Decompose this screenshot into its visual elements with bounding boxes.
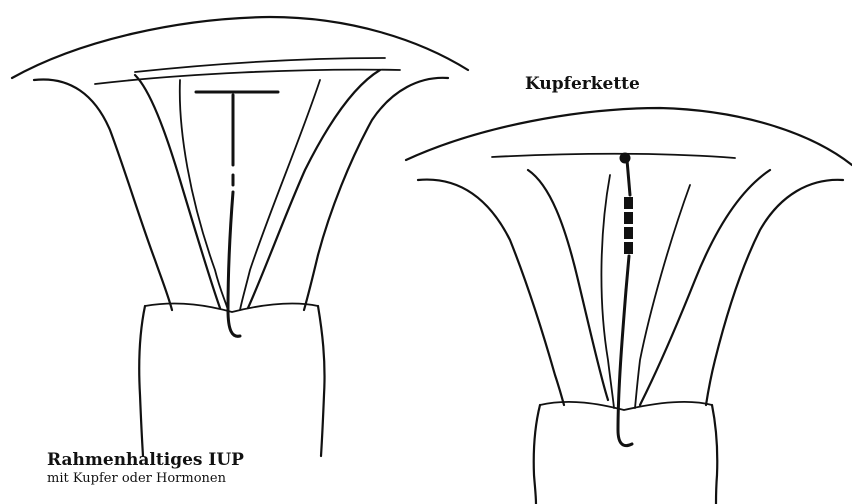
right-wall-outer-right xyxy=(706,180,843,405)
left-uterus xyxy=(12,17,468,456)
frame-iud xyxy=(196,92,278,336)
left-fundus-outer xyxy=(12,17,468,78)
right-cervix-top xyxy=(540,402,712,410)
right-cervix-left xyxy=(534,405,540,504)
frame-iud-subtitle: mit Kupfer oder Hormonen xyxy=(47,471,226,486)
right-wall-inner-right xyxy=(640,170,770,405)
right-wall-inner-left xyxy=(528,170,608,400)
right-uterus xyxy=(406,108,852,504)
right-endometrium-left xyxy=(601,175,614,408)
right-cervix-right xyxy=(712,405,717,504)
left-endometrium-left xyxy=(180,80,228,310)
copper-chain-label: Kupferkette xyxy=(525,74,640,94)
right-wall-outer-left xyxy=(418,180,564,405)
left-wall-outer-left xyxy=(34,79,172,310)
frame-iud-title: Rahmenhaltiges IUP xyxy=(47,450,244,470)
left-endometrium-right xyxy=(240,80,320,310)
right-endometrium-right xyxy=(635,185,690,408)
left-wall-inner-left xyxy=(135,75,220,308)
right-fundus-inner xyxy=(492,154,735,158)
copper-chain-iud xyxy=(618,153,633,446)
left-wall-outer-right xyxy=(304,78,448,310)
left-cervix-left xyxy=(139,306,145,456)
left-cervix-right xyxy=(318,306,325,456)
